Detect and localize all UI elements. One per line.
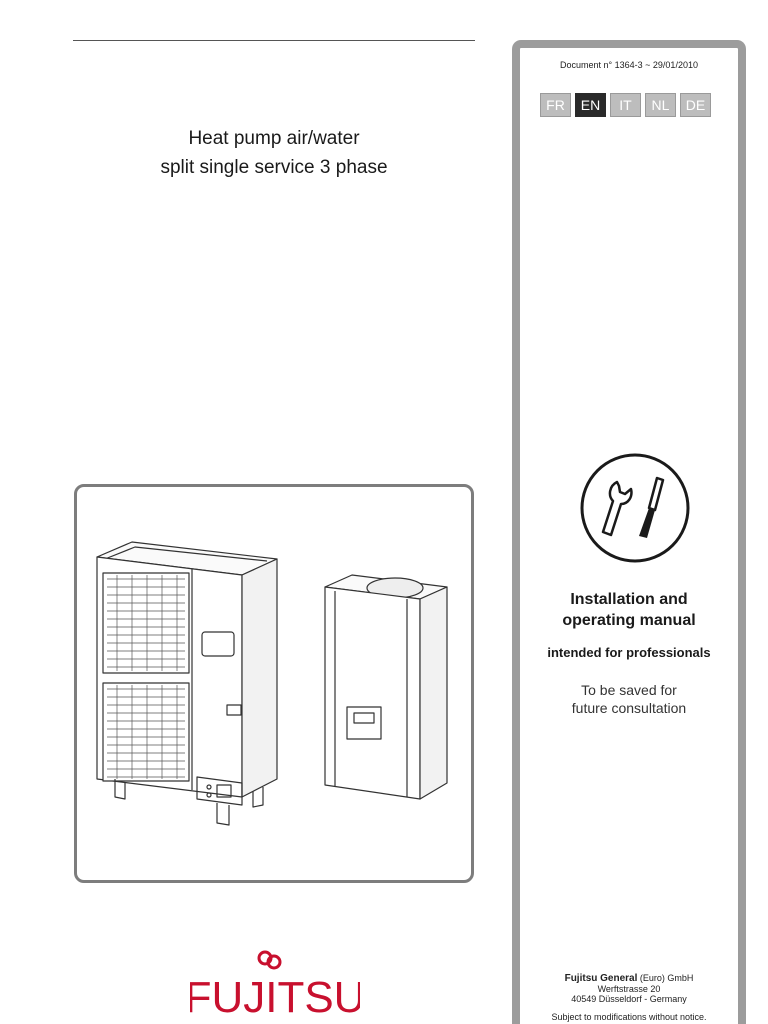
company-name: Fujitsu General — [564, 973, 638, 984]
save-note-line1: To be saved for — [581, 682, 677, 698]
language-nl: NL — [645, 93, 676, 117]
language-selector: FR EN IT NL DE — [540, 93, 711, 117]
modification-notice: Subject to modifications without notice. — [551, 1012, 707, 1022]
product-illustration — [96, 541, 448, 826]
language-en: EN — [575, 93, 606, 117]
manual-title-line1: Installation and — [570, 591, 688, 608]
side-panel: Document n° 1364-3 ~ 29/01/2010 FR EN IT… — [512, 40, 746, 1024]
save-note-line2: future consultation — [571, 700, 687, 716]
company-suffix: (Euro) GmbH — [637, 973, 694, 983]
address-line2: 40549 Düsseldorf - Germany — [571, 994, 687, 1004]
fujitsu-logo: FUJITSU — [190, 950, 360, 1022]
manual-title-line2: operating manual — [562, 612, 696, 629]
wrench-screwdriver-icon — [580, 453, 690, 563]
document-number: Document n° 1364-3 ~ 29/01/2010 — [560, 60, 698, 70]
document-title-line1: Heat pump air/water — [188, 128, 360, 149]
indoor-unit-drawing — [324, 574, 448, 800]
language-it: IT — [610, 93, 641, 117]
language-de: DE — [680, 93, 711, 117]
document-title-line2: split single service 3 phase — [160, 157, 388, 178]
manual-subtitle: intended for professionals — [547, 645, 711, 660]
address-line1: Werftstrasse 20 — [597, 984, 661, 994]
company-address: Fujitsu General (Euro) GmbH Werftstrasse… — [520, 973, 738, 1022]
outdoor-unit-drawing — [96, 541, 278, 826]
language-fr: FR — [540, 93, 571, 117]
top-rule — [73, 40, 475, 41]
brand-wordmark: FUJITSU — [190, 973, 360, 1022]
product-illustration-frame — [74, 484, 474, 883]
